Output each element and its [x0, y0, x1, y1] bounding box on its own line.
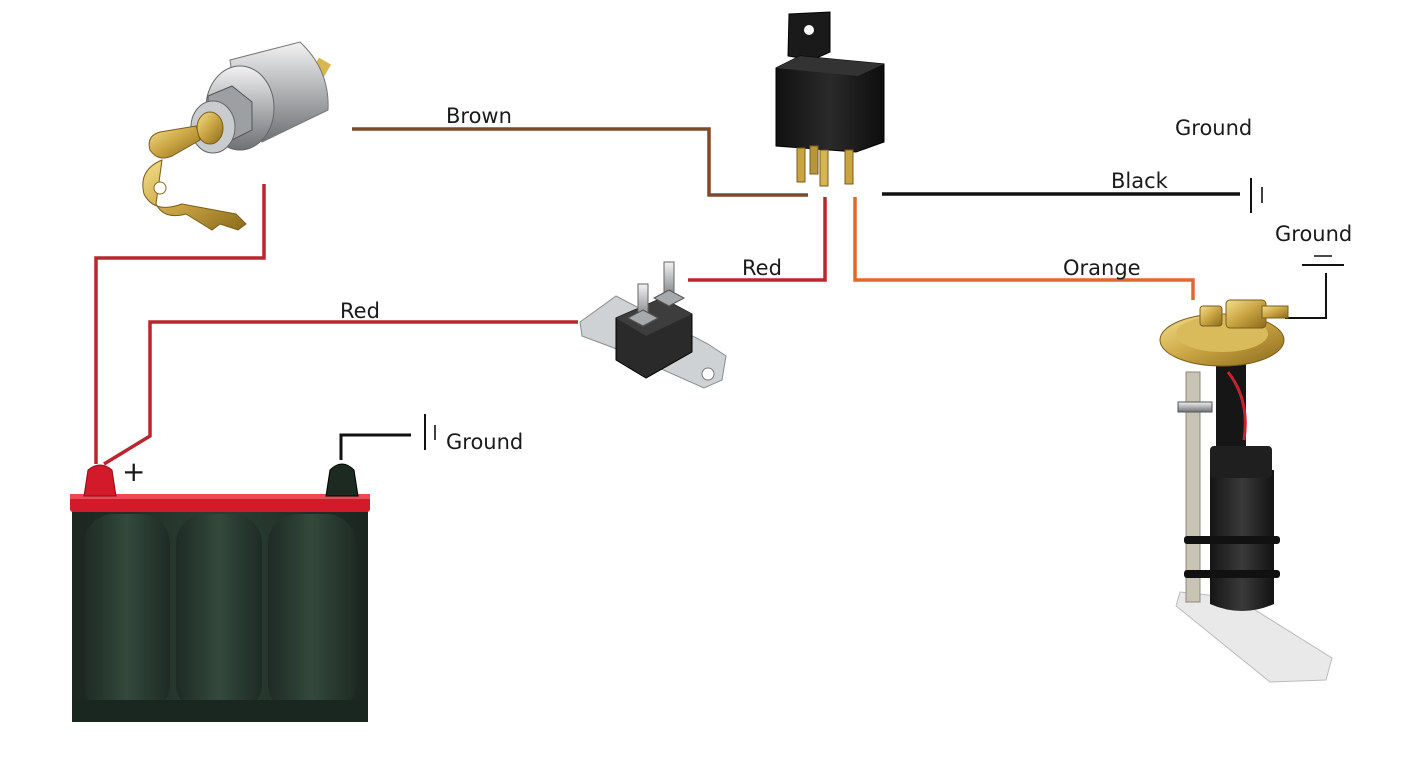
ground-symbol-pump: [1302, 255, 1344, 266]
battery-plus-sign: +: [122, 455, 146, 488]
orange-wire: [853, 197, 1195, 300]
ground-label-battery: Ground: [446, 430, 524, 454]
red-wire-relay-to-breaker: [688, 197, 827, 282]
ground-label-pump: Ground: [1275, 222, 1353, 246]
orange-wire-label: Orange: [1063, 256, 1141, 280]
ground-label-top: Ground: [1175, 116, 1253, 140]
red-wire-label-battery: Red: [340, 299, 380, 323]
red-wire-label-relay: Red: [742, 256, 782, 280]
red-wire-breaker-to-battery: [103, 320, 578, 466]
battery: [70, 463, 370, 722]
brown-wire: [352, 127, 808, 197]
ignition-switch: [142, 41, 332, 231]
brown-wire-label: Brown: [446, 104, 512, 128]
fuel-pump: [1159, 299, 1333, 683]
red-wire-ignition-to-battery: [94, 184, 266, 464]
black-wire-label: Black: [1111, 169, 1168, 193]
pump-ground-wire: [1285, 273, 1327, 319]
circuit-breaker: [579, 261, 727, 389]
ground-symbol-battery: [424, 414, 436, 450]
relay: [775, 11, 885, 187]
battery-ground-wire: [339, 433, 411, 460]
ground-symbol-black: [1250, 178, 1263, 213]
